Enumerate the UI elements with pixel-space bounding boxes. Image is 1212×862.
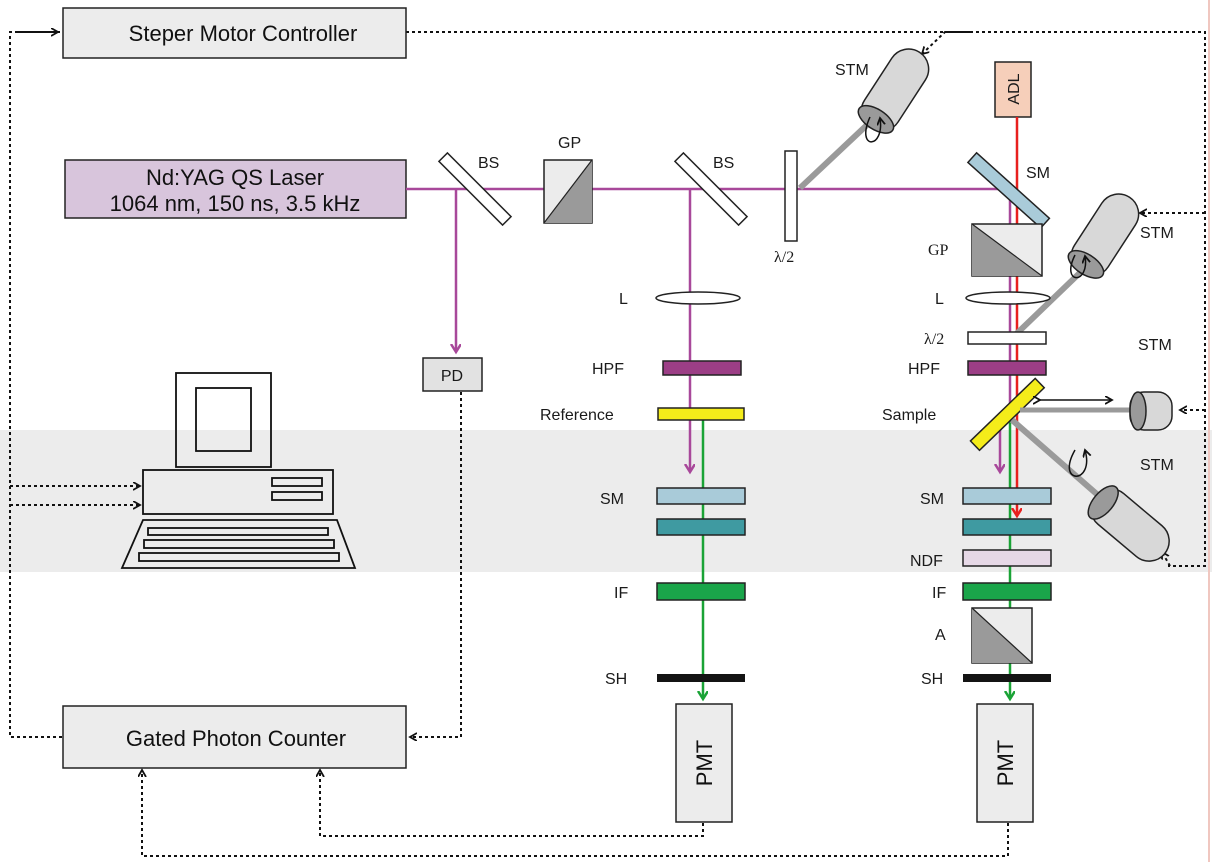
adl-box: [994, 61, 1032, 118]
gated-photon-counter-label: Gated Photon Counter: [126, 726, 346, 751]
stm-right-motor: [1067, 193, 1140, 279]
pd-label: PD: [441, 368, 463, 385]
half-wave-plate-top: [784, 150, 798, 242]
reference-plate: [657, 407, 745, 421]
label-l-right: L: [935, 291, 944, 308]
glan-prism-2: [971, 223, 1043, 277]
if-left: [656, 582, 746, 601]
label-l-left: L: [619, 291, 628, 308]
control-lines: [9, 32, 1206, 857]
lens-left: [655, 291, 741, 305]
half-wave-plate-right: [967, 331, 1047, 345]
shutter-right: [963, 674, 1051, 682]
sample-plate: [969, 377, 1046, 452]
label-bs-2: BS: [713, 155, 734, 172]
stm-top-motor: [857, 48, 930, 134]
analyser-prism: [971, 607, 1033, 664]
stm-top-rotation-icon: [865, 117, 881, 143]
pmt-left-box: [675, 703, 733, 823]
glan-prism-1: [543, 159, 593, 224]
sm-right-1: [962, 487, 1052, 505]
stepper-motor-controller-label: Steper Motor Controller: [129, 21, 358, 46]
stm-mid-motor: [1129, 391, 1173, 431]
label-gp-2: GP: [928, 242, 949, 259]
adl-label: ADL: [1006, 73, 1023, 104]
label-if-right: IF: [932, 585, 946, 602]
label-sample: Sample: [882, 407, 936, 424]
stm-low-motor: [1087, 485, 1170, 562]
label-bs-1: BS: [478, 155, 499, 172]
computer-icon: [120, 372, 357, 569]
label-a: A: [935, 627, 946, 644]
pmt-left-label: PMT: [692, 740, 717, 786]
sm-left-1: [656, 487, 746, 505]
label-half-wave-right: λ/2: [924, 331, 944, 348]
laser-box: [64, 159, 407, 219]
label-stm-mid: STM: [1138, 337, 1172, 354]
hpf-left: [662, 360, 742, 376]
label-stm-right: STM: [1140, 225, 1174, 242]
shutter-left: [657, 674, 745, 682]
pd-box: [422, 357, 483, 392]
laser-label-line1: Nd:YAG QS Laser: [146, 165, 324, 190]
label-sm-top: SM: [1026, 165, 1050, 182]
label-stm-low: STM: [1140, 457, 1174, 474]
lens-right: [965, 291, 1051, 305]
ndf-filter: [962, 549, 1052, 567]
beam-splitter-2: [673, 151, 749, 227]
label-if-left: IF: [614, 585, 628, 602]
laser-label-line2: 1064 nm, 150 ns, 3.5 kHz: [110, 191, 361, 216]
stm-right-rotation-icon: [1070, 255, 1086, 279]
label-sm-left: SM: [600, 491, 624, 508]
hpf-right: [967, 360, 1047, 376]
pmt-right-label: PMT: [993, 740, 1018, 786]
label-half-wave-top: λ/2: [774, 249, 794, 266]
gated-photon-counter-box: [62, 705, 407, 769]
beam-splitter-1: [437, 151, 513, 227]
if-right: [962, 582, 1052, 601]
pmt-right-box: [976, 703, 1034, 823]
sm-left-2: [656, 518, 746, 536]
stepper-motor-controller-box: [62, 7, 407, 59]
label-hpf-right: HPF: [908, 361, 940, 378]
label-sm-right: SM: [920, 491, 944, 508]
label-ndf: NDF: [910, 553, 943, 570]
label-reference: Reference: [540, 407, 614, 424]
sm-right-2: [962, 518, 1052, 536]
label-sh-left: SH: [605, 671, 627, 688]
label-hpf-left: HPF: [592, 361, 624, 378]
label-gp-1: GP: [558, 135, 581, 152]
label-stm-top: STM: [835, 62, 869, 79]
stm-low-rotation-icon: [1068, 450, 1086, 477]
steering-mirror-top: [966, 151, 1051, 230]
label-sh-right: SH: [921, 671, 943, 688]
